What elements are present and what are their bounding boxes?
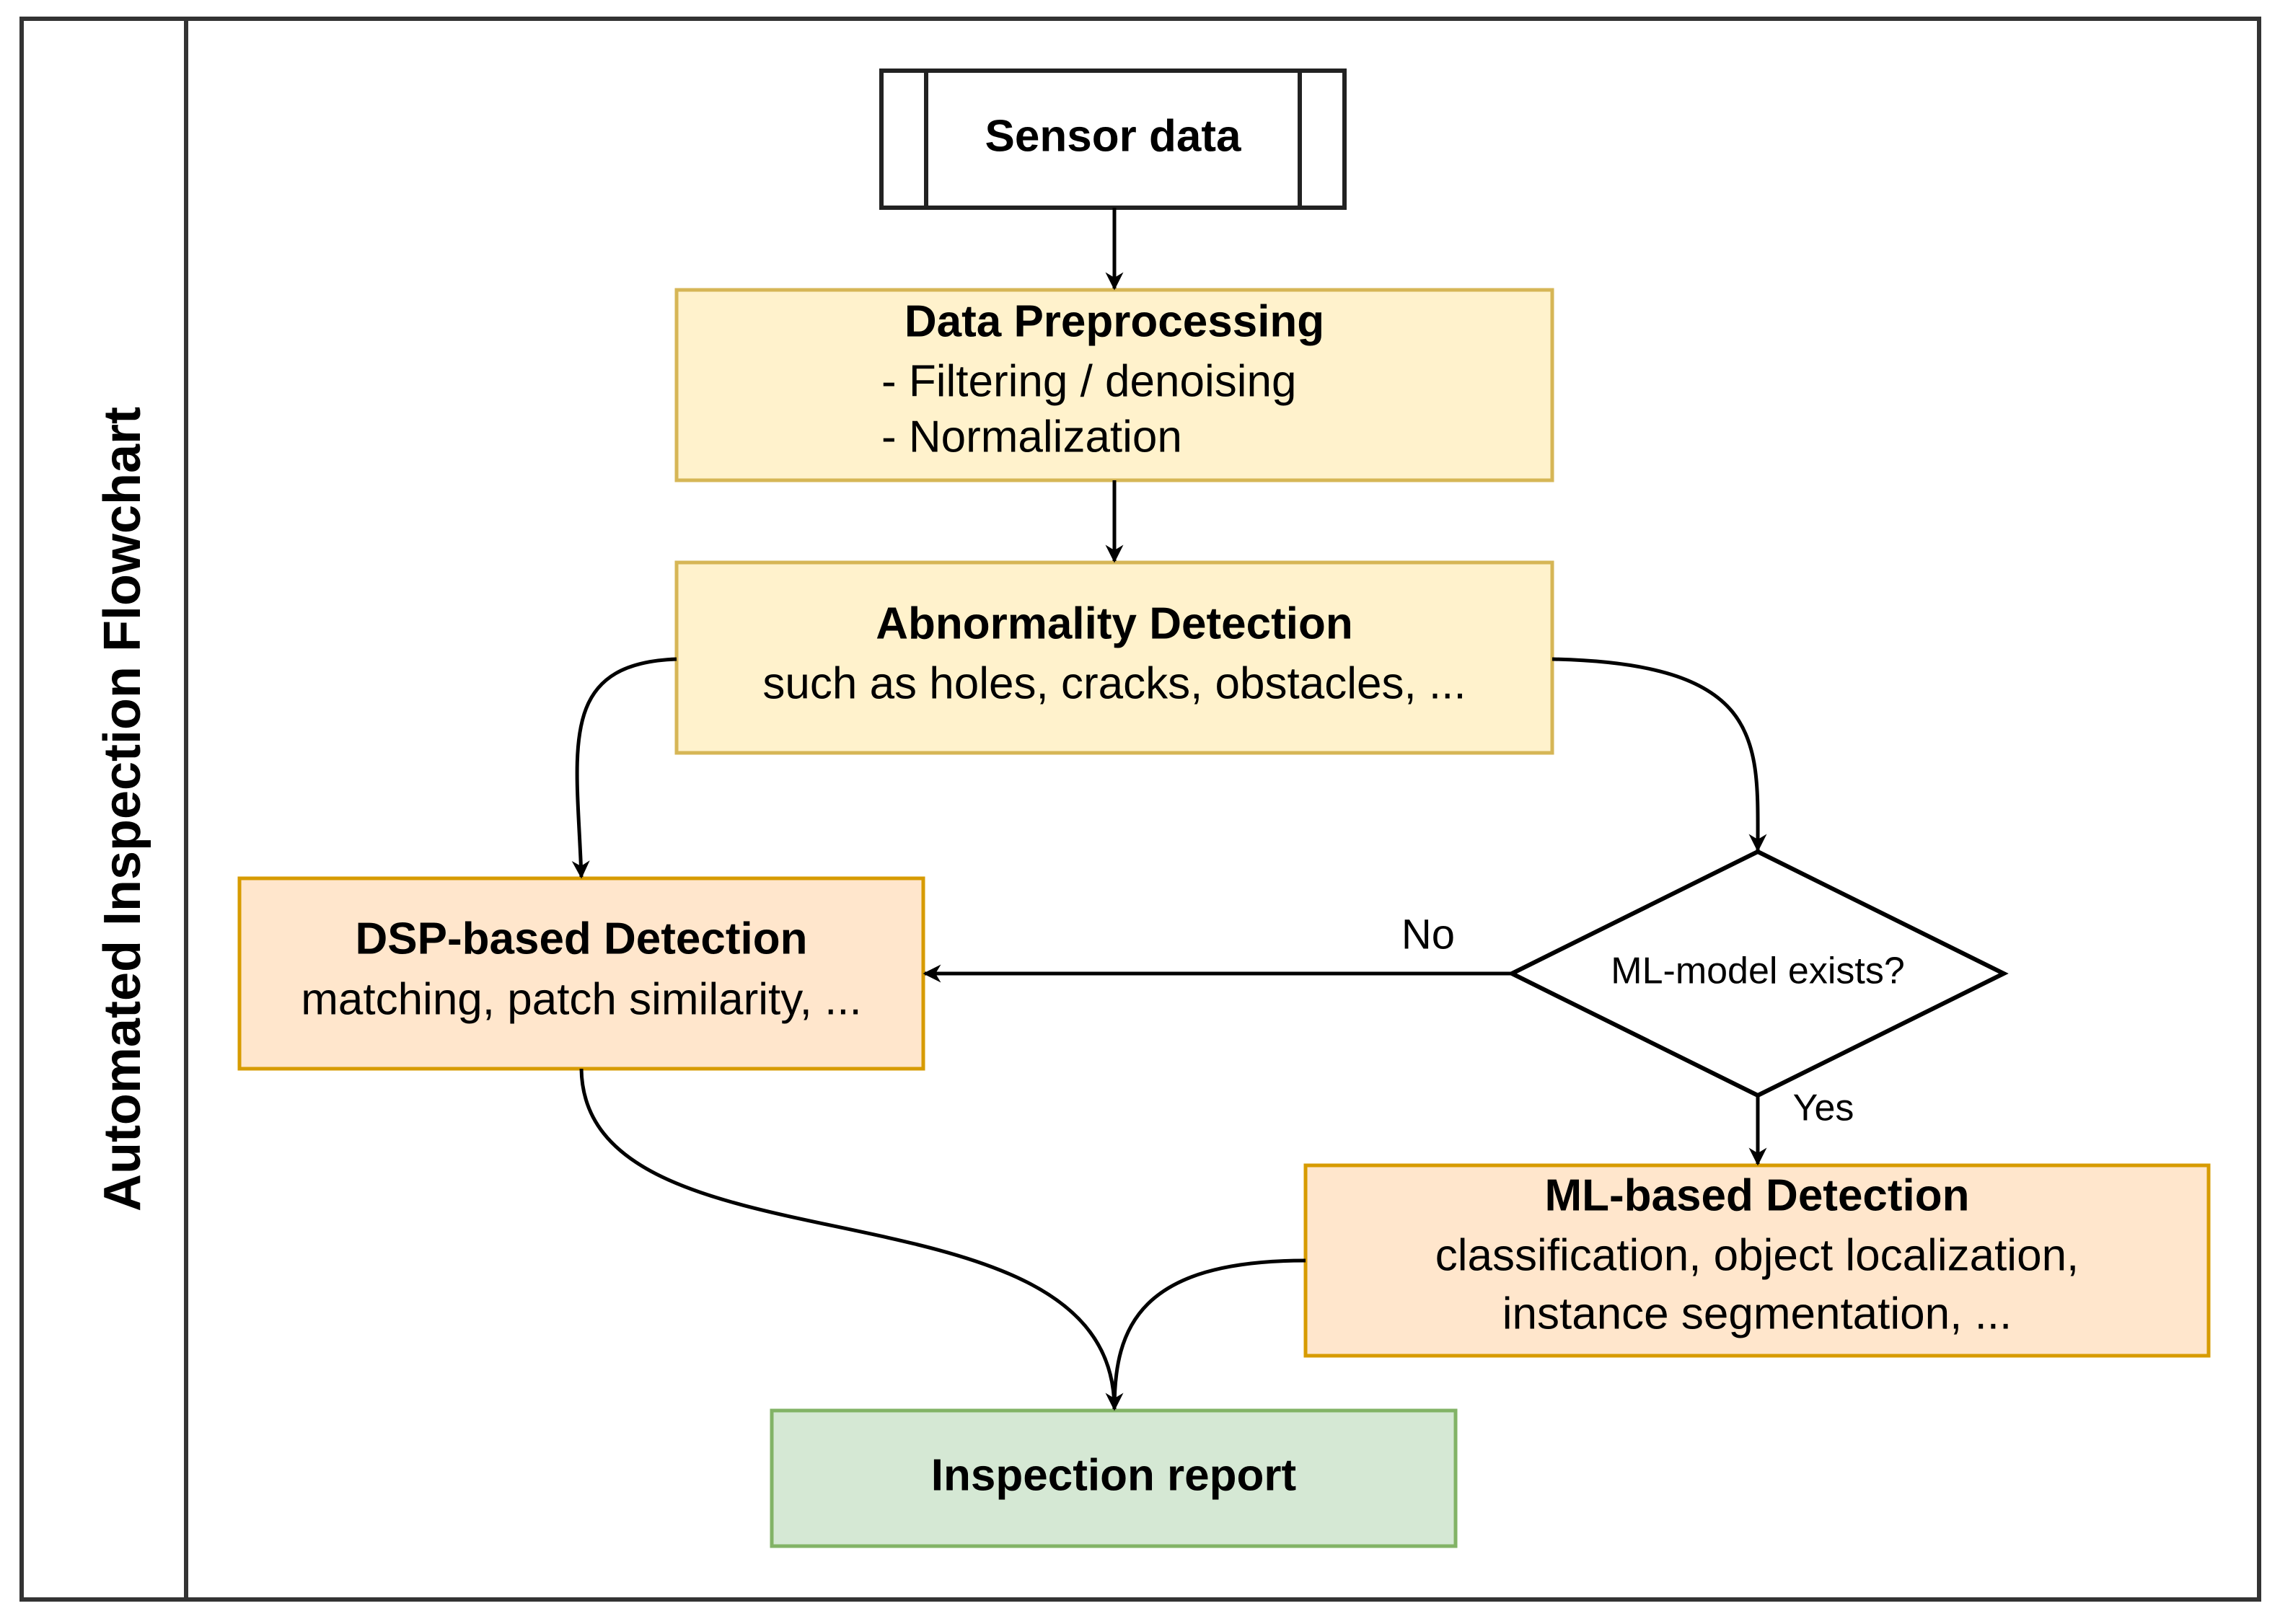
- dsp-methods: matching, patch similarity, ...: [301, 974, 862, 1024]
- preprocessing-step-2: - Normalization: [881, 412, 1182, 462]
- decision-label: ML-model exists?: [1611, 950, 1904, 992]
- dsp-detection-node[interactable]: DSP-based Detection matching, patch simi…: [237, 876, 925, 1071]
- swimlane-frame: [19, 17, 2261, 1602]
- inspection-report-node[interactable]: Inspection report: [770, 1408, 1458, 1548]
- ml-title: ML-based Detection: [1544, 1170, 1969, 1220]
- preprocessing-node[interactable]: Data Preprocessing - Filtering / denoisi…: [674, 288, 1554, 482]
- dsp-title: DSP-based Detection: [355, 914, 807, 963]
- abnormality-node[interactable]: Abnormality Detection such as holes, cra…: [674, 560, 1554, 755]
- edge-dsp-to-report: [579, 1068, 1124, 1411]
- report-title: Inspection report: [931, 1450, 1296, 1500]
- ml-detection-node[interactable]: ML-based Detection classification, objec…: [1303, 1163, 2211, 1358]
- ml-methods-1: classification, object localization,: [1435, 1230, 2079, 1280]
- preprocessing-title: Data Preprocessing: [904, 296, 1324, 346]
- preprocessing-step-1: - Filtering / denoising: [881, 356, 1297, 406]
- sensor-data-node[interactable]: Sensor data: [879, 69, 1347, 210]
- abnormality-title: Abnormality Detection: [876, 599, 1352, 648]
- yes-label: Yes: [1793, 1087, 1854, 1129]
- swimlane-title: Automated Inspection Flowchart: [94, 407, 151, 1212]
- abnormality-examples: such as holes, cracks, obstacles, ...: [762, 658, 1466, 708]
- ml-methods-2: instance segmentation, ...: [1502, 1289, 2012, 1338]
- edge-abnormality-to-decision: [1551, 657, 1767, 852]
- edge-ml-to-report: [1112, 1258, 1306, 1410]
- sensor-data-title: Sensor data: [985, 111, 1241, 161]
- edge-abnormality-to-dsp: [571, 657, 677, 879]
- no-label: No: [1401, 911, 1455, 958]
